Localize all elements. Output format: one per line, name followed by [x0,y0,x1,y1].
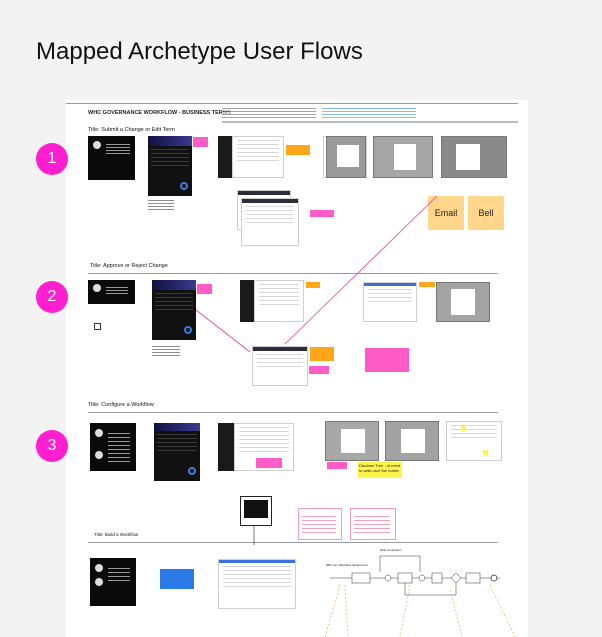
flow-2-divider [88,273,498,274]
flow-3-dark-dashboard [154,423,200,481]
persona-avatar-icon-2 [95,451,103,459]
flow-4-pink-requirements-box-2 [350,508,396,540]
process-step-4 [465,572,481,584]
flow-1-number-badge: 1 [36,143,68,175]
flow-1-modal-screen-1 [326,136,366,178]
flow-1-modal-screen-2 [373,136,433,178]
persona-avatar-icon [93,141,101,149]
flow-3-divider [88,412,498,413]
flow-4-divider [88,542,498,543]
device-frame [240,496,272,526]
board-header: WHC GOVERNANCE WORKFLOW - BUSINESS TERMS [88,110,231,116]
flow-1-pink-note-2 [310,210,334,217]
donut-chart-icon [180,182,188,190]
flow-2-dark-dashboard [152,280,196,340]
flow-3-screen-b [446,421,502,461]
flow-3-pink-note-2 [327,462,347,469]
persona-avatar-icon-2 [95,578,103,586]
flow-3-persona-card [90,423,136,471]
sticky-email: Email [428,196,464,230]
flow-2-screen-a [254,280,304,322]
process-step-3 [431,572,443,584]
flow-2-modal-screen [436,282,490,322]
flow-2-title: Title: Approve or Reject Change [90,263,168,269]
diagram-label-2: ECE completion [380,548,402,552]
flow-1-screen-c [241,198,299,246]
sticky-disclose-tree: Disclose Tree - of need to walk user the… [358,462,402,478]
persona-avatar-icon [95,564,103,572]
flow-4-title: Title: Build a Workflow [94,532,139,537]
connector-flow-1-to-2 [284,195,438,345]
flow-1-persona-card [88,136,135,180]
page-title: Mapped Archetype User Flows [36,38,363,65]
flow-2-pink-note [197,284,212,294]
process-event-1 [384,574,392,582]
board-description-link-text [322,106,416,118]
flow-2-screen-c [363,282,417,322]
donut-chart-icon [184,326,192,334]
flow-2-orange-note [306,282,320,288]
flow-2-number-badge: 2 [36,281,68,313]
flow-1-title: Title: Submit a Change or Edit Term [88,127,175,133]
board-top-divider [66,103,518,104]
flow-4-workflow-builder-screen [218,559,296,609]
flow-3-number-badge: 3 [36,430,68,462]
diagram-label-1: RBC Qm Workflow Assignment [326,563,368,567]
flow-3-modal-screen-2 [385,421,439,461]
flow-4-persona-card [90,558,136,606]
flow-4-blue-block [160,569,194,589]
flow-2-orange-note-3 [419,282,435,287]
process-event-2 [418,574,426,582]
flow-1-caption-text [148,198,174,212]
board-header-rule [222,121,518,123]
flow-2-pink-note-2 [309,366,329,374]
flow-2-pink-note-3 [365,348,409,372]
process-end [490,574,498,582]
flow-4-pink-requirements-box-1 [298,508,342,540]
flow-2-orange-note-2 [310,347,334,361]
flow-3-title: Title: Configure a Workflow [88,402,154,408]
sticky-bell: Bell [468,196,504,230]
board-description-text [222,106,316,120]
flow-1-screen-a [232,136,284,178]
flow-1-orange-note [286,145,310,155]
flow-1-side-nav [218,136,232,178]
persona-avatar-icon [93,284,101,292]
flow-3-side-nav [218,423,234,471]
process-step-1 [351,572,371,584]
connector-flow-2-a [195,309,251,353]
flow-1-dark-dashboard [148,136,192,196]
donut-chart-icon [188,467,196,475]
flow-3-pink-note [256,458,282,468]
flow-2-user-icon [94,323,101,330]
process-gateway [450,572,462,584]
flow-1-modal-screen-3 [441,136,507,178]
flow-3-modal-screen-1 [325,421,379,461]
persona-avatar-icon [95,429,103,437]
flow-2-persona-card [88,280,135,304]
flow-1-pink-note [193,137,208,147]
process-step-2 [397,572,413,584]
flow-3-screen-a [234,423,294,471]
flow-2-side-nav [240,280,254,322]
flow-2-screen-b [252,346,308,386]
flow-2-caption-text [152,344,180,356]
